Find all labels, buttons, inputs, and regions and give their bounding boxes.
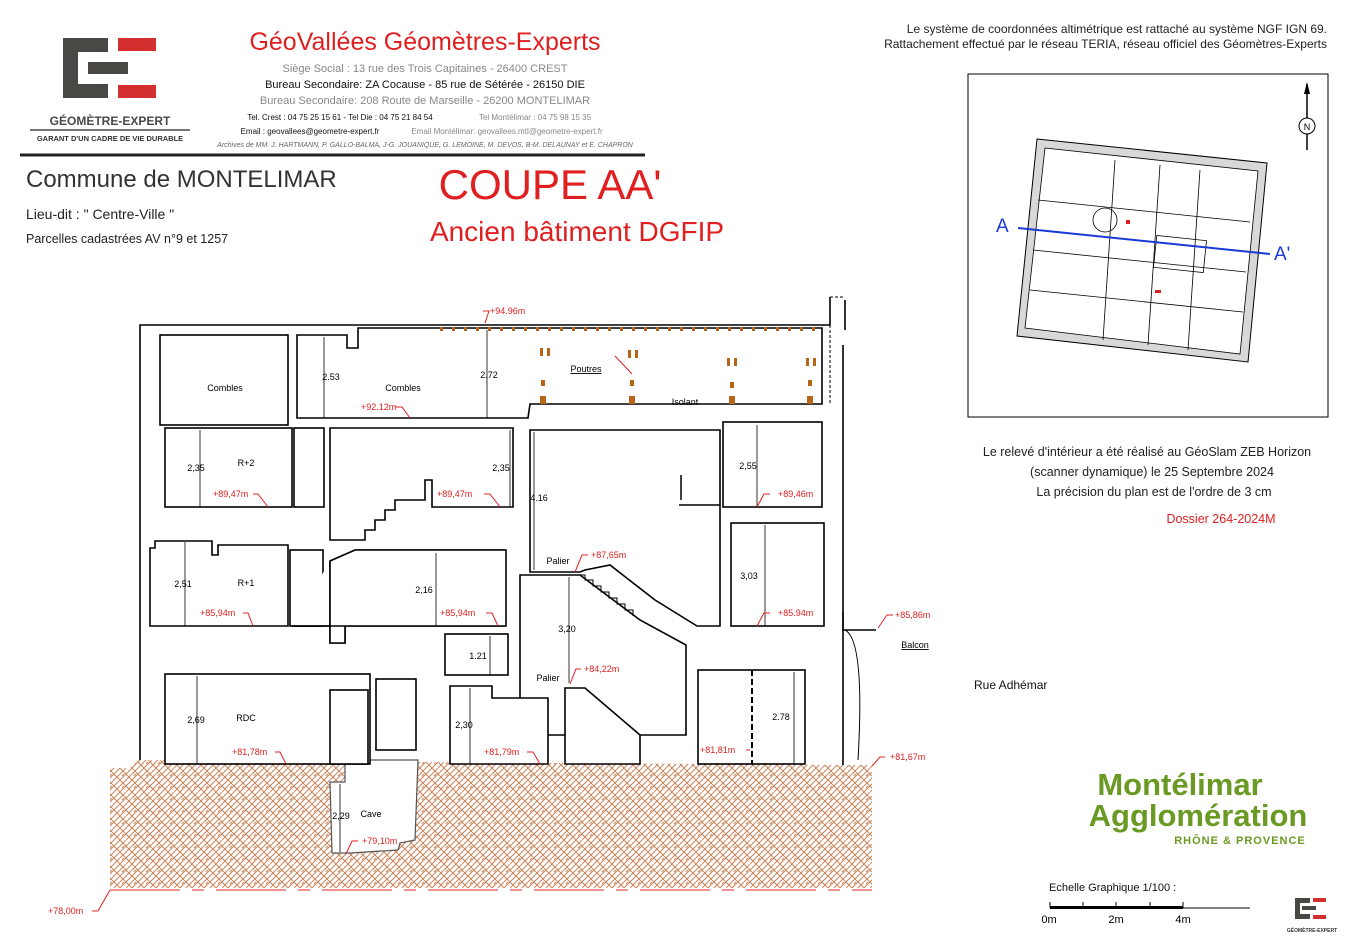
scale-label: 0m: [1041, 914, 1056, 926]
svg-text:GÉOMÈTRE-EXPERT: GÉOMÈTRE-EXPERT: [1287, 926, 1337, 934]
montelimar-agglomeration-logo: Montélimar Agglomération RHÔNE & PROVENC…: [1089, 767, 1308, 847]
elevation-label: +85,94m: [440, 608, 475, 618]
elevation-label: +87,65m: [591, 550, 626, 560]
building-name: Ancien bâtiment DGFIP: [430, 216, 724, 247]
email: Email : geovallees@geometre-expert.fr: [241, 127, 380, 136]
commune: Commune de MONTELIMAR: [26, 166, 337, 193]
elevation-label: +94.96m: [490, 306, 525, 316]
scale-label: 4m: [1175, 914, 1190, 926]
parcelles: Parcelles cadastrées AV n°9 et 1257: [26, 232, 228, 246]
elevation-label: +81,81m: [700, 745, 735, 755]
cut-line: [1017, 227, 1271, 255]
bureau-montelimar-address: Bureau Secondaire: 208 Route de Marseill…: [260, 95, 590, 107]
scale-title: Echelle Graphique 1/100 :: [1049, 882, 1176, 894]
bureau-die-address: Bureau Secondaire: ZA Cocause - 85 rue d…: [265, 79, 585, 91]
elevation-label: +81,67m: [890, 752, 925, 762]
elevation-label: +84,22m: [584, 664, 619, 674]
logo-name: GÉOMÈTRE-EXPERT: [50, 113, 171, 128]
system-note-line: Rattachement effectué par le réseau TERI…: [884, 37, 1327, 51]
survey-note-line: (scanner dynamique) le 25 Septembre 2024: [1030, 465, 1274, 479]
height-dimension: 2,55: [739, 461, 757, 471]
height-dimension: 3,20: [558, 624, 576, 634]
height-dimension: 4.16: [530, 493, 548, 503]
key-plan: A A' N: [967, 73, 1329, 418]
room-label: R+2: [238, 458, 255, 468]
height-dimension: 2,16: [415, 585, 433, 595]
cut-label-a-prime: A': [1274, 244, 1290, 265]
ground-hatch: [110, 760, 872, 888]
height-dimension: 2,35: [187, 463, 205, 473]
company-name: GéoVallées Géomètres-Experts: [249, 28, 600, 56]
height-dimension: 2.72: [480, 370, 498, 380]
elevation-label: +81,79m: [484, 747, 519, 757]
elevation-label: +85,94m: [200, 608, 235, 618]
svg-text:N: N: [1304, 122, 1311, 132]
tel-crest-die: Tel. Crest : 04 75 25 15 61 - Tel Die : …: [247, 113, 433, 122]
north-arrow-icon: N: [1298, 82, 1316, 150]
elevation-label: +92.12m: [361, 402, 396, 412]
height-dimension: 1.21: [469, 651, 487, 661]
survey-note-line: Le relevé d'intérieur a été réalisé au G…: [983, 445, 1311, 459]
survey-note-line: La précision du plan est de l'ordre de 3…: [1036, 485, 1271, 499]
height-dimension: 2,29: [332, 811, 350, 821]
logo-tagline: GARANT D'UN CADRE DE VIE DURABLE: [37, 134, 183, 143]
room-label: Cave: [360, 809, 381, 819]
elevation-label: +79,10m: [362, 836, 397, 846]
system-note-line: Le système de coordonnées altimétrique e…: [907, 22, 1327, 36]
height-dimension: 2,30: [455, 720, 473, 730]
height-dimension: 2.78: [772, 712, 790, 722]
room-label: Palier: [536, 673, 559, 683]
svg-text:Montélimar: Montélimar: [1097, 767, 1262, 802]
svg-text:Agglomération: Agglomération: [1089, 798, 1308, 833]
company-header: GéoVallées Géomètres-Experts Siège Socia…: [20, 28, 645, 157]
tel-montelimar: Tel Montélimar : 04 75 98 15 35: [479, 113, 592, 122]
scale-label: 2m: [1108, 914, 1123, 926]
room-label: Combles: [385, 383, 421, 393]
scale-bar: Echelle Graphique 1/100 : 0m 2m 4m: [1041, 882, 1250, 926]
elevation-label: +81,78m: [232, 747, 267, 757]
room-label: R+1: [238, 578, 255, 588]
street-name: Rue Adhémar: [974, 678, 1047, 692]
siege-address: Siège Social : 13 rue des Trois Capitain…: [283, 63, 568, 75]
elevation-label: +89,47m: [213, 489, 248, 499]
annotation-label: Isolant: [672, 397, 699, 407]
archives: Archives de MM. J. HARTMANN, P. GALLO-BA…: [216, 142, 634, 149]
cut-label-a: A: [996, 216, 1009, 237]
elevation-label: +78,00m: [48, 906, 83, 916]
elevation-label: +85,86m: [895, 610, 930, 620]
email-montelimar: Email Montélimar: geovallees.mtl@geometr…: [411, 127, 603, 136]
height-dimension: 2,69: [187, 715, 205, 725]
height-dimension: 2,35: [492, 463, 510, 473]
lieu-dit: Lieu-dit : " Centre-Ville ": [26, 206, 174, 222]
svg-text:RHÔNE & PROVENCE: RHÔNE & PROVENCE: [1174, 834, 1306, 847]
section-drawing: Combles Combles R+2 R+1 RDC Cave Palier …: [48, 296, 930, 916]
elevation-label: +89,47m: [437, 489, 472, 499]
elevation-label: +85.94m: [778, 608, 813, 618]
section-title: COUPE AA': [439, 161, 662, 208]
height-dimension: 3,03: [740, 571, 758, 581]
cave-room: [329, 759, 419, 854]
geometre-expert-logo: GÉOMÈTRE-EXPERT GARANT D'UN CADRE DE VIE…: [30, 38, 190, 143]
room-label: Combles: [207, 383, 243, 393]
room-label: RDC: [236, 713, 256, 723]
height-dimension: 2,51: [174, 579, 192, 589]
geometre-expert-small-logo: GÉOMÈTRE-EXPERT: [1287, 898, 1337, 934]
elevation-label: +89,46m: [778, 489, 813, 499]
room-label: Palier: [546, 556, 569, 566]
dossier-number: Dossier 264-2024M: [1166, 512, 1275, 526]
height-dimension: 2.53: [322, 372, 340, 382]
annotation-label: Poutres: [570, 364, 602, 374]
annotation-label: Balcon: [901, 640, 929, 650]
